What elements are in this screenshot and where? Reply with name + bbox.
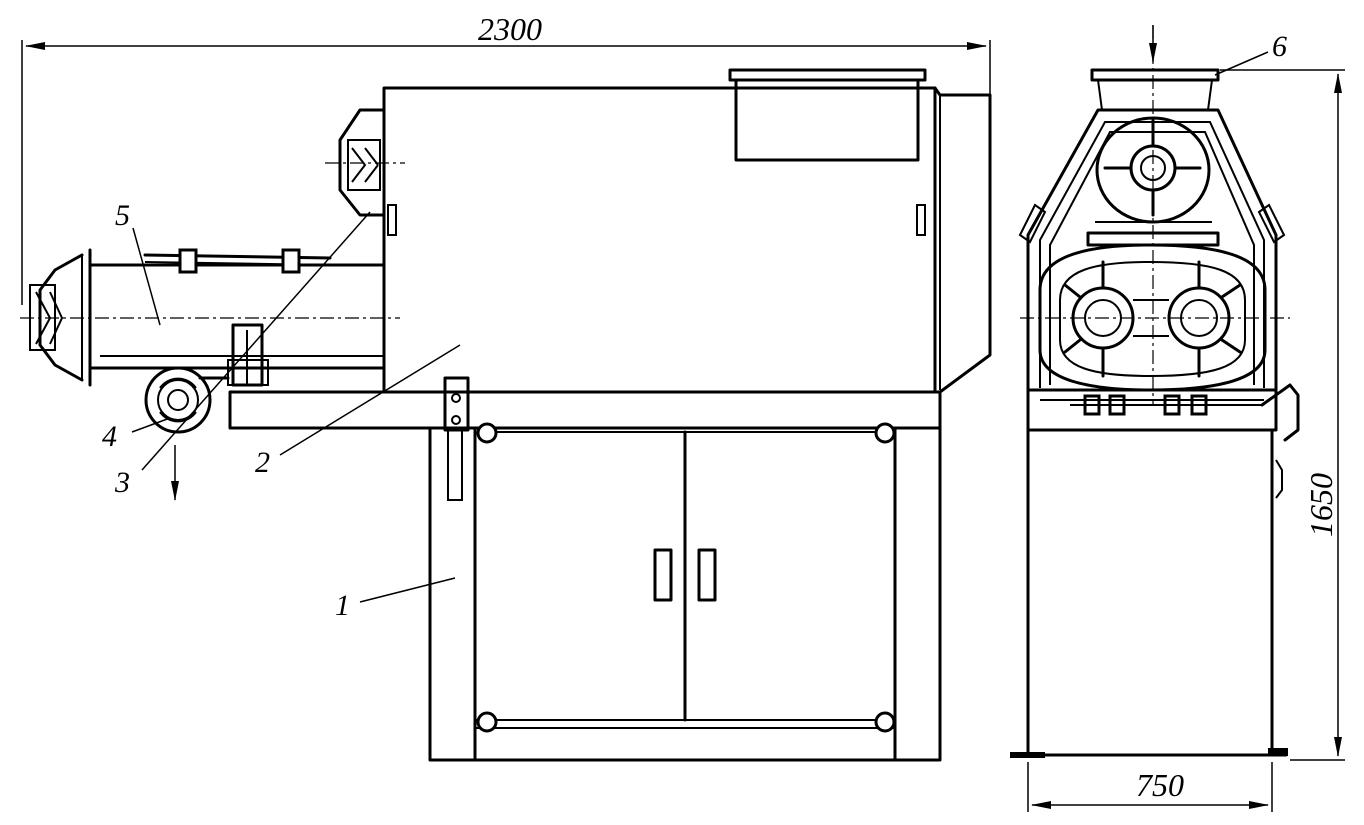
dimension-label-1650: 1650: [1303, 473, 1339, 537]
callout-4: 4: [102, 420, 117, 453]
callout-6: 6: [1272, 30, 1287, 63]
base-shelf: [228, 390, 942, 430]
stand-cabinet: [428, 376, 942, 762]
main-housing: [325, 68, 992, 394]
dimension-overall-length: 2300: [21, 11, 991, 305]
callout-1: 1: [335, 589, 350, 622]
front-view: 1650 750 6: [1010, 25, 1345, 812]
front-base: [1010, 388, 1288, 758]
callout-2: 2: [255, 446, 270, 479]
screw-tube: [20, 248, 400, 387]
dimension-height: 1650: [1220, 69, 1345, 761]
lower-gear-housing: [1020, 243, 1290, 392]
bolt-row: [1070, 383, 1300, 442]
dimension-label-2300: 2300: [478, 11, 542, 47]
dimension-width: 750: [1027, 762, 1273, 812]
dimension-label-750: 750: [1136, 767, 1184, 803]
upper-pulley: [1095, 25, 1211, 405]
motor: [144, 366, 230, 501]
callout-5: 5: [115, 199, 130, 232]
callout-3: 3: [114, 466, 130, 499]
side-view: 2300: [20, 11, 992, 762]
middle-flange: [1086, 221, 1220, 247]
leader-lines: [131, 211, 461, 603]
